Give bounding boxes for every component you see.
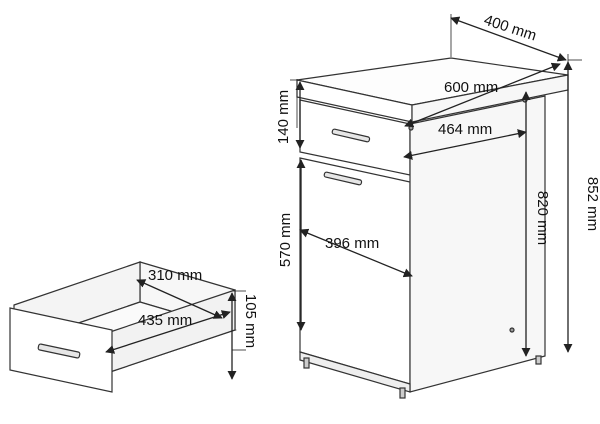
label-door-height: 570 mm: [277, 213, 294, 267]
bar-handle-icon: [37, 343, 81, 359]
bar-handle-icon: [331, 128, 371, 143]
label-drawer-front-height: 140 mm: [275, 90, 292, 144]
label-drawer-height: 105 mm: [242, 294, 259, 348]
depth-dimension-line: [450, 16, 567, 62]
cabinet: [296, 57, 569, 399]
cabinet-dimension-lines: [290, 14, 582, 357]
hinge-dot: [408, 125, 414, 131]
label-drawer-inner-width: 464 mm: [438, 121, 492, 138]
label-door-width: 396 mm: [325, 235, 379, 252]
bar-handle-icon: [323, 171, 363, 186]
leg-back-right: [535, 355, 542, 365]
label-total-height: 852 mm: [584, 177, 600, 231]
inner-width-dimension-line: [403, 129, 527, 160]
cabinet-plinth: [299, 351, 411, 393]
door-width-dimension-line: [299, 228, 413, 278]
hinge-dot: [509, 327, 515, 333]
label-drawer-width: 435 mm: [138, 312, 192, 329]
leg-front-right: [399, 387, 406, 399]
cabinet-side: [409, 95, 546, 393]
leg-front-left: [303, 357, 310, 369]
label-top-width: 600 mm: [444, 79, 498, 96]
drawer-width-dimension-line: [105, 310, 231, 354]
label-body-height: 820 mm: [534, 191, 551, 245]
drawer-dimension-lines: [105, 279, 246, 380]
width-dimension-line: [404, 62, 561, 128]
label-drawer-depth: 310 mm: [148, 267, 202, 284]
door-front: [299, 157, 411, 385]
